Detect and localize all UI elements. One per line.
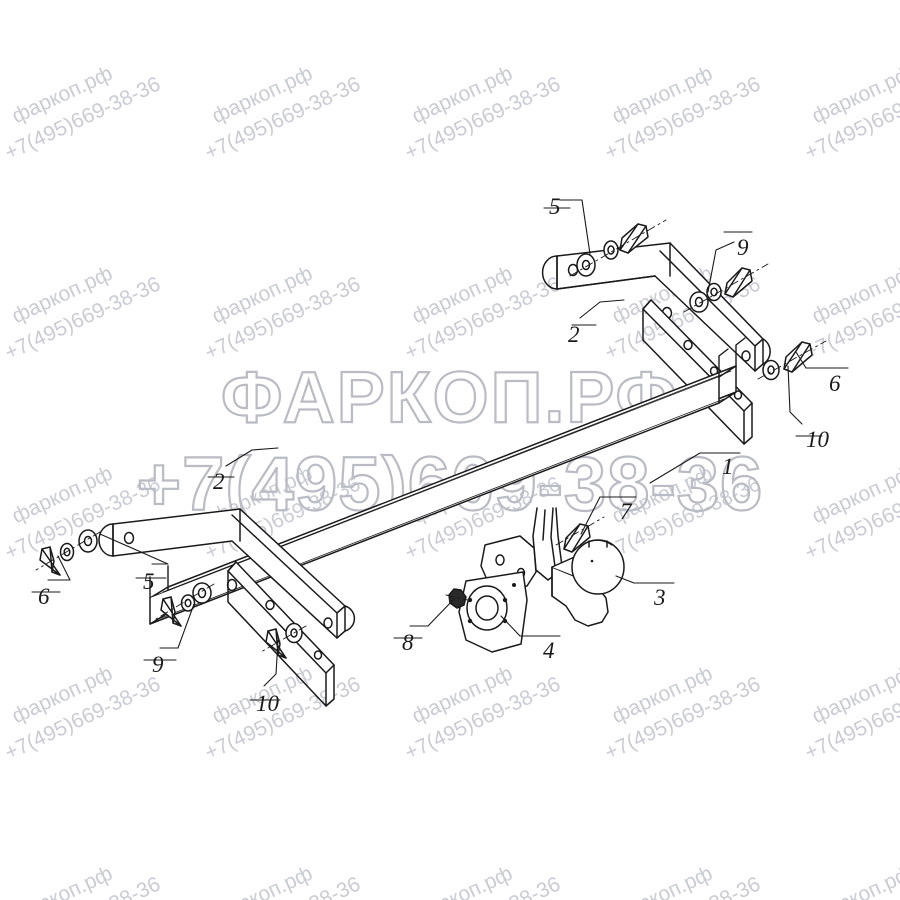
callout-number-1: 1 (722, 454, 734, 479)
callout-leader-lines (31, 199, 849, 701)
fastener-group-left-upper (35, 529, 101, 576)
fastener-group-left-mid (155, 582, 215, 627)
callout-number-10-left: 10 (256, 691, 279, 716)
callout-number-6-right: 6 (829, 371, 841, 396)
bracket-right (541, 242, 771, 445)
callout-number-7: 7 (620, 499, 632, 524)
callout-number-6-left: 6 (38, 584, 50, 609)
towball-assembly (445, 507, 625, 653)
fastener-group-right-lower (757, 340, 827, 381)
callout-number-9-right: 9 (737, 235, 749, 260)
fastener-group-right-upper (569, 219, 667, 277)
bracket-left (98, 508, 356, 707)
callout-number-2-right: 2 (568, 322, 580, 347)
callout-number-2-left: 2 (213, 469, 225, 494)
callout-number-4: 4 (543, 638, 555, 663)
callout-number-3: 3 (654, 585, 666, 610)
callout-number-5-left: 5 (143, 569, 155, 594)
fastener-group-right-mid (683, 263, 769, 313)
callout-number-5-right: 5 (549, 194, 561, 219)
callout-number-10-right: 10 (806, 427, 829, 452)
callout-number-8: 8 (402, 630, 414, 655)
callout-number-9-left: 9 (152, 652, 164, 677)
